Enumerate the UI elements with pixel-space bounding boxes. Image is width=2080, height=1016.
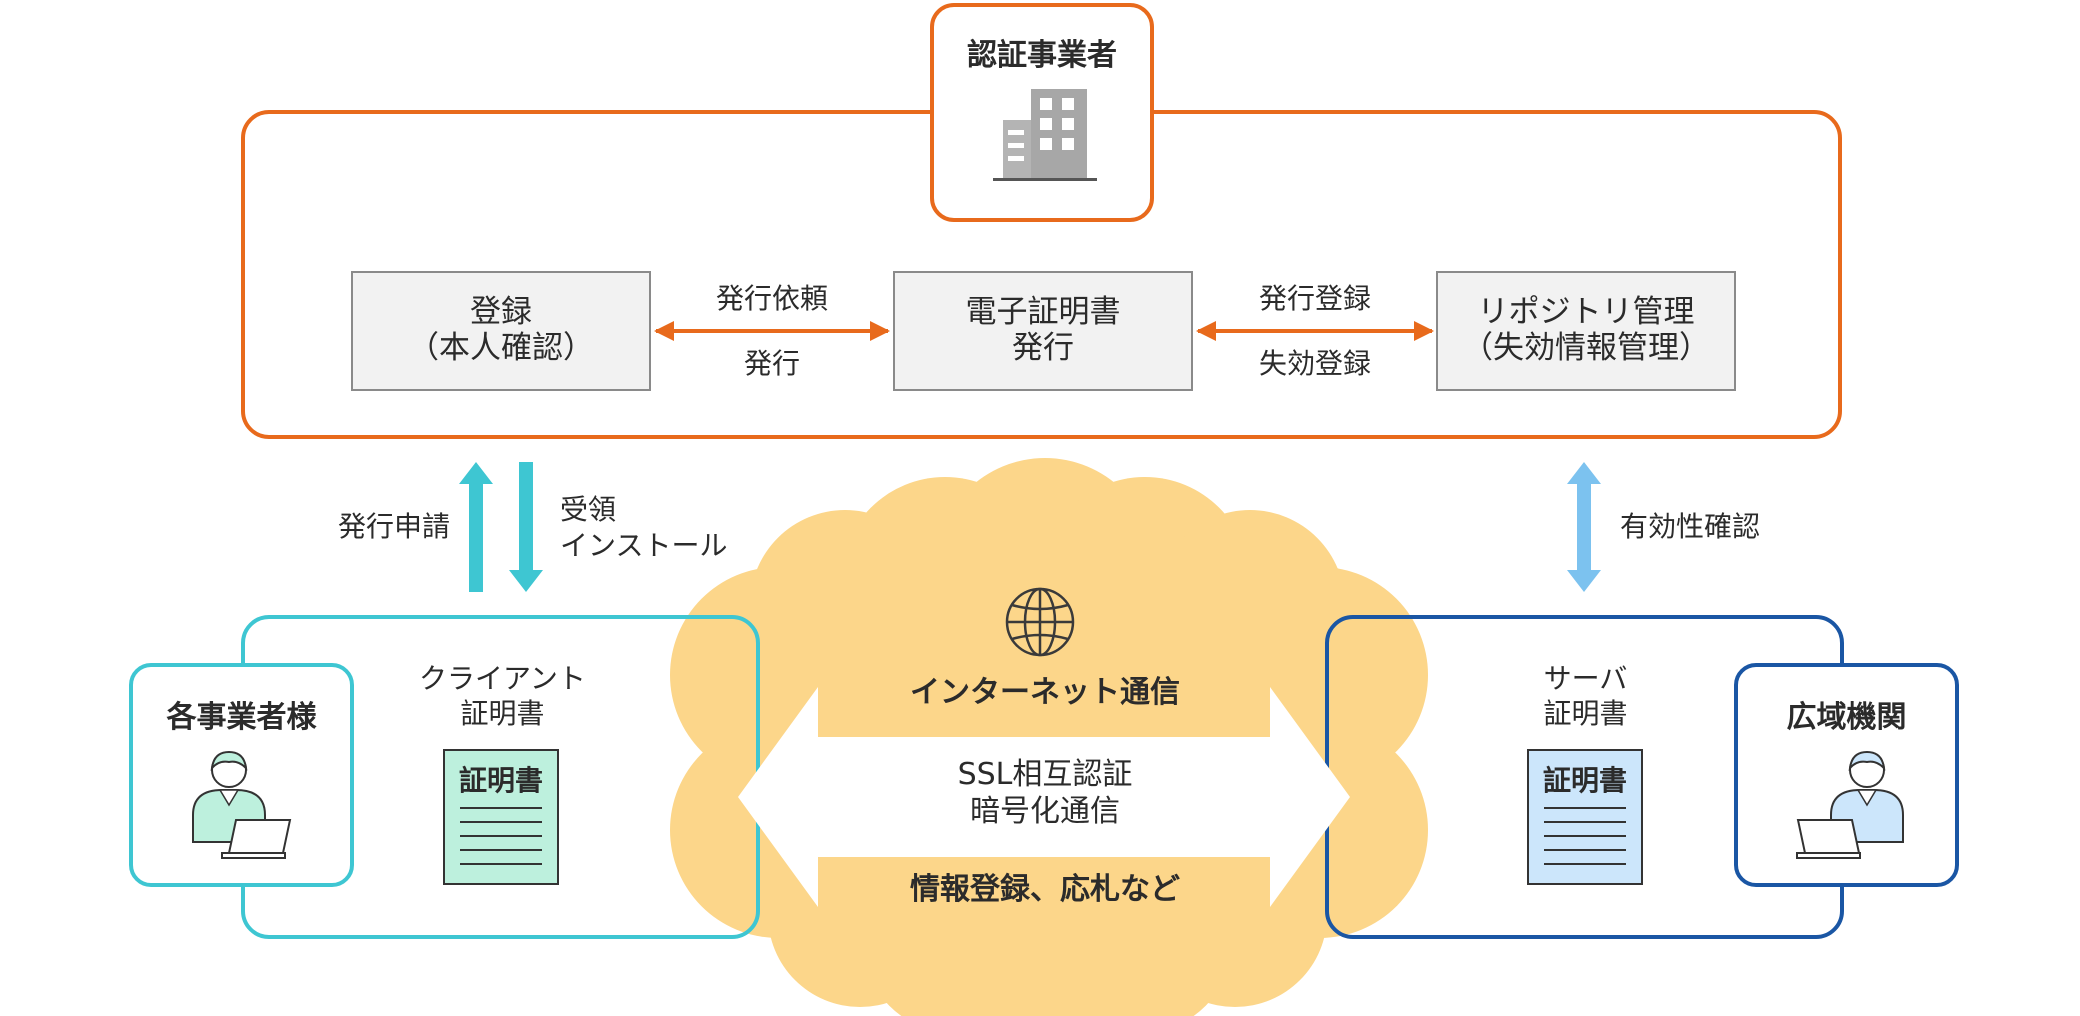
server-cert-title-line2: 証明書 bbox=[1543, 697, 1628, 730]
client-doc-label: 証明書 bbox=[458, 764, 543, 797]
internet-bottom: 情報登録、応札など bbox=[910, 872, 1180, 907]
building-icon bbox=[993, 89, 1097, 181]
client-cert-title-line1: クライアント bbox=[419, 662, 586, 695]
server-cert-title-line1: サーバ bbox=[1543, 662, 1628, 695]
ca-title: 認証事業者 bbox=[967, 38, 1117, 73]
registration-line2: （本人確認） bbox=[408, 330, 594, 366]
person-laptop-icon-client bbox=[192, 750, 292, 859]
validity-label: 有効性確認 bbox=[1620, 510, 1761, 543]
repository-line1: リポジトリ管理 bbox=[1477, 294, 1695, 331]
repository-line2: （失効情報管理） bbox=[1462, 330, 1710, 366]
apply-up-arrow bbox=[459, 462, 493, 592]
internet-title: インターネット通信 bbox=[910, 675, 1180, 710]
client-user-label: 各事業者様 bbox=[166, 700, 317, 735]
receive-label-line2: インストール bbox=[560, 529, 728, 562]
issuance-line2: 発行 bbox=[1012, 330, 1074, 366]
server-org-label: 広域機関 bbox=[1786, 700, 1907, 735]
certificate-document-icon-server bbox=[1527, 749, 1643, 885]
registration-line1: 登録 bbox=[470, 294, 532, 331]
receive-label-line1: 受領 bbox=[560, 493, 617, 526]
certificate-document-icon-client bbox=[443, 749, 559, 885]
repository-box: リポジトリ管理 （失効情報管理） bbox=[1436, 271, 1736, 391]
server-doc-label: 証明書 bbox=[1542, 764, 1627, 797]
internet-double-arrow bbox=[738, 687, 1350, 907]
issue-label: 発行 bbox=[743, 347, 800, 380]
internet-mid-line1: SSL相互認証 bbox=[957, 757, 1133, 792]
issuance-line1: 電子証明書 bbox=[965, 294, 1121, 331]
revoke-label: 失効登録 bbox=[1258, 347, 1371, 380]
register-label: 発行登録 bbox=[1258, 282, 1371, 315]
person-laptop-icon-server bbox=[1796, 750, 1904, 859]
internet-mid-line2: 暗号化通信 bbox=[970, 794, 1120, 829]
receive-down-arrow bbox=[509, 462, 543, 592]
globe-icon bbox=[1005, 587, 1075, 657]
issuance-box: 電子証明書 発行 bbox=[893, 271, 1193, 391]
request-label: 発行依頼 bbox=[715, 282, 828, 315]
client-cert-title-line2: 証明書 bbox=[460, 697, 545, 730]
apply-label: 発行申請 bbox=[337, 510, 450, 543]
validity-arrow bbox=[1567, 462, 1601, 592]
registration-box: 登録 （本人確認） bbox=[351, 271, 651, 391]
